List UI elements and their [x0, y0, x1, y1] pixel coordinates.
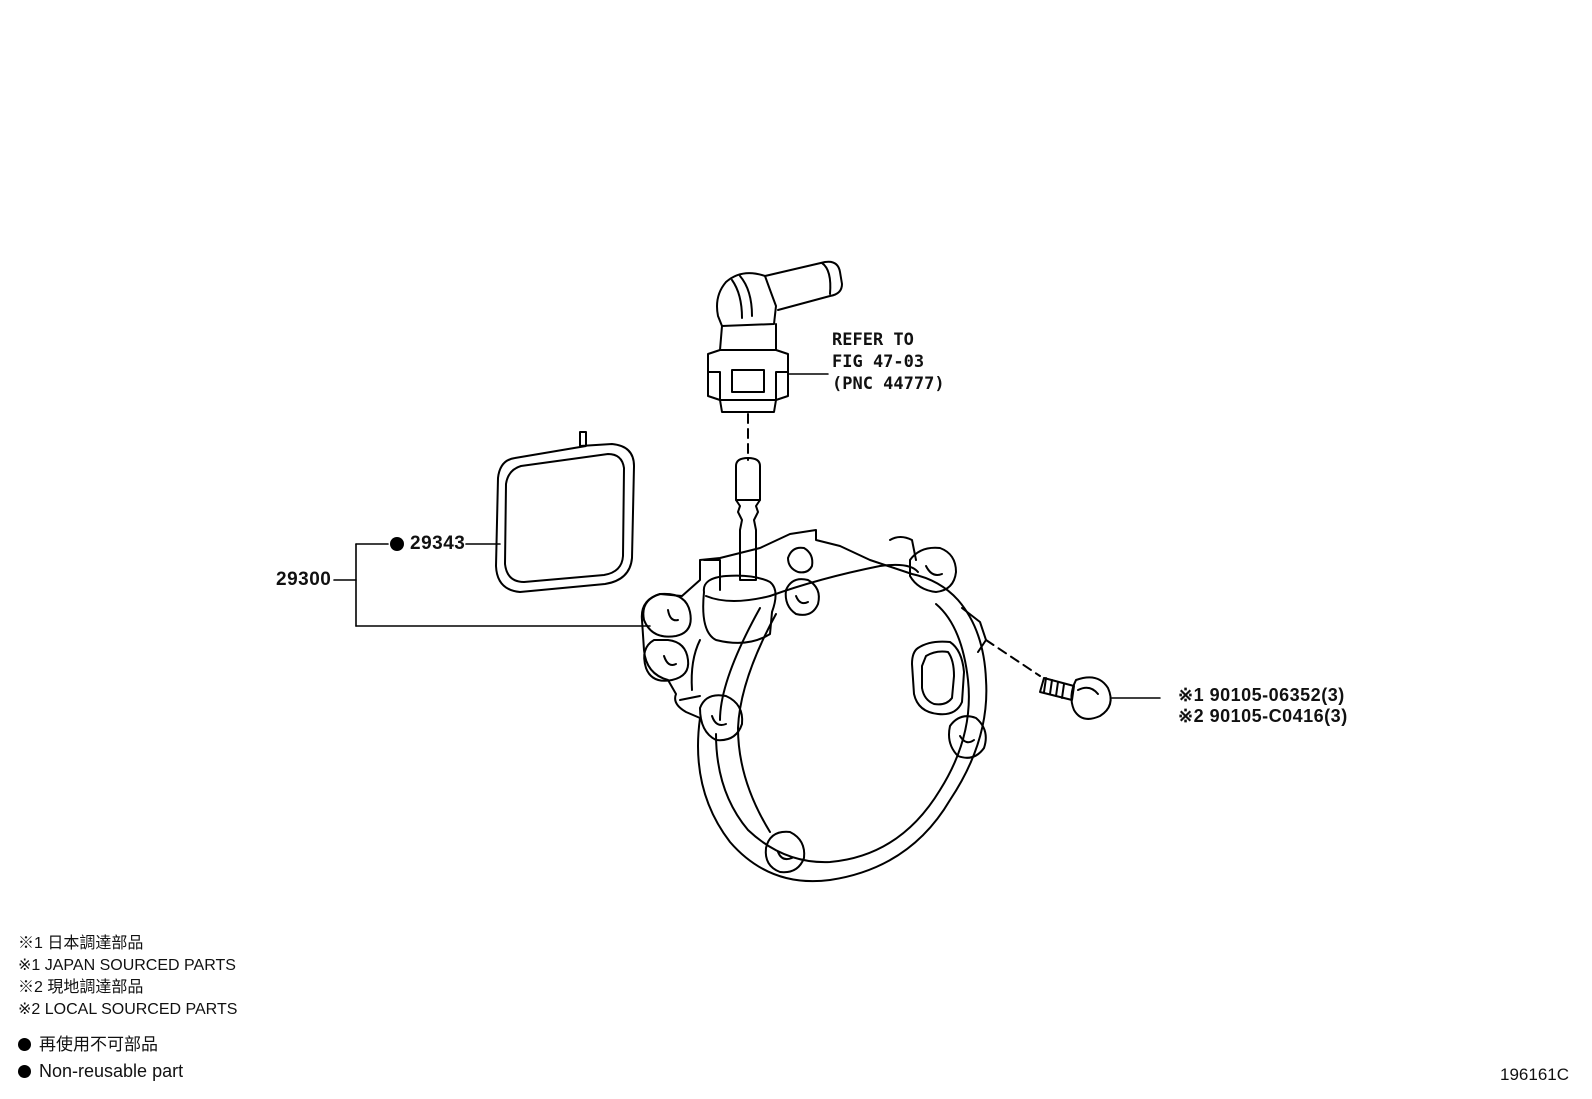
legend-note2-jp: ※2 現地調達部品 [18, 979, 144, 996]
legend-nonreusable-jp-row: 再使用不可部品 [18, 1035, 158, 1055]
legend-nonreusable-jp: 再使用不可部品 [39, 1035, 158, 1054]
hose-connector [707, 260, 843, 413]
part-number-assembly[interactable]: 29300 [276, 569, 332, 590]
part-number-bolt-japan[interactable]: ※1 90105-06352(3) [1178, 685, 1345, 705]
nonreusable-dot-icon [18, 1065, 31, 1078]
refer-line-2: FIG 47-03 [832, 352, 925, 372]
legend-nonreusable-en-row: Non-reusable part [18, 1061, 183, 1081]
gasket [495, 431, 635, 593]
part-number-bolt-local[interactable]: ※2 90105-C0416(3) [1178, 706, 1348, 726]
legend-note1-en: ※1 JAPAN SOURCED PARTS [18, 957, 236, 974]
legend-note1-jp: ※1 日本調達部品 [18, 935, 144, 952]
assembly-bracket [333, 543, 651, 627]
refer-line-1: REFER TO [832, 330, 914, 350]
legend-nonreusable-en: Non-reusable part [39, 1061, 184, 1081]
refer-line-3: (PNC 44777) [832, 374, 945, 394]
part-number-gasket[interactable]: 29343 [410, 533, 466, 554]
legend-note2-en: ※2 LOCAL SOURCED PARTS [18, 1001, 238, 1018]
legend: ※1 日本調達部品 ※1 JAPAN SOURCED PARTS ※2 現地調達… [18, 934, 237, 1022]
pump-nipple [735, 457, 761, 581]
nonreusable-dot-icon [18, 1038, 31, 1051]
vacuum-pump-body [640, 529, 988, 883]
figure-code: 196161C [1500, 1065, 1570, 1084]
bolt [1039, 676, 1112, 720]
nonreusable-dot [390, 537, 404, 551]
